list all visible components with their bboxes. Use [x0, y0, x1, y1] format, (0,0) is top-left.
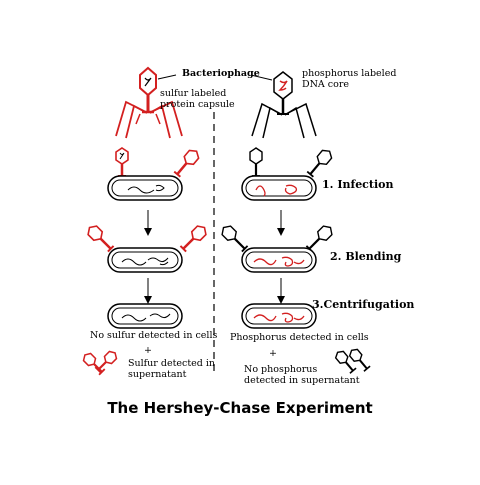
right-centrifugation-stage	[241, 303, 317, 329]
no-phosphorus-label: No phosphorus detected in supernatant	[244, 364, 360, 386]
bacteriophage-pointer-right	[250, 74, 273, 81]
right-infection-stage	[241, 147, 333, 201]
step-centrifugation-label: 3.Centrifugation	[312, 298, 415, 311]
left-infection-stage	[107, 147, 200, 201]
bacteriophage-label: Bacteriophage	[182, 68, 260, 79]
plus-right: +	[269, 348, 277, 359]
phosphorus-cells-label: Phosphorus detected in cells	[230, 332, 369, 343]
no-sulfur-cells-label: No sulfur detected in cells	[90, 330, 218, 341]
bacteriophage-pointer-left	[157, 74, 177, 80]
right-blending-stage	[221, 225, 333, 273]
phosphorus-labeled-phage-large	[251, 71, 317, 139]
phosphorus-core-label: phosphorus labeled DNA core	[302, 68, 397, 90]
step-infection-label: 1. Infection	[322, 178, 394, 191]
left-blending-stage	[87, 225, 207, 273]
sulfur-labeled-phage-large	[115, 66, 183, 139]
diagram-title: The Hershey-Chase Experiment	[107, 399, 373, 417]
sulfur-capsule-label: sulfur labeled protein capsule	[160, 88, 235, 110]
left-centrifugation-stage	[107, 303, 183, 329]
plus-left: +	[144, 345, 152, 356]
step-blending-label: 2. Blending	[330, 250, 402, 263]
left-supernatant-phages	[82, 350, 118, 376]
sulfur-supernatant-label: Sulfur detected in supernatant	[128, 358, 216, 380]
right-supernatant-phages	[334, 348, 371, 374]
